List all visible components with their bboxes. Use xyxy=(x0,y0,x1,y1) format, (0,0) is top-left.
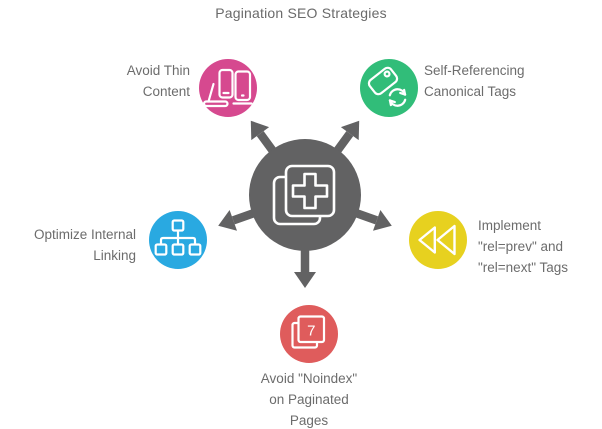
add-pages-icon xyxy=(272,164,336,226)
node-canonical-tags xyxy=(360,59,418,117)
arrow-head xyxy=(218,210,237,231)
sitemap-child-box-right xyxy=(188,243,202,256)
label-avoid-noindex: Avoid "Noindex" on Paginated Pages xyxy=(260,371,358,428)
refresh-arrowhead-right xyxy=(399,88,407,96)
arrow-to-canonical-tags xyxy=(333,120,360,154)
hub-node xyxy=(249,139,361,251)
tablet-shape xyxy=(234,70,252,102)
label-internal-linking: Optimize Internal Linking xyxy=(33,227,136,263)
arrow-shaft xyxy=(231,208,256,225)
tag-refresh-icon xyxy=(367,66,407,107)
pages-7-icon: 7 xyxy=(291,315,326,349)
sitemap-icon xyxy=(154,219,202,256)
diagram-title: Pagination SEO Strategies xyxy=(215,5,387,21)
tag-hole xyxy=(383,70,391,78)
front-page-shape xyxy=(297,315,326,344)
node-avoid-thin-content xyxy=(199,59,257,117)
arrow-shaft xyxy=(354,208,379,225)
rewind-triangle-left xyxy=(418,226,436,254)
rewind-triangle-right xyxy=(436,224,456,256)
arrow-head xyxy=(294,272,316,288)
sitemap-child-box-left xyxy=(154,243,168,256)
node-internal-linking xyxy=(149,211,207,269)
node-rel-prev-next xyxy=(409,211,467,269)
arrow-head xyxy=(250,120,270,141)
laptop-base xyxy=(202,100,229,108)
arrow-shaft xyxy=(333,131,354,154)
tag-shape xyxy=(367,66,399,96)
front-page-shape xyxy=(284,164,336,218)
hub-arrows xyxy=(218,120,392,288)
page-number-text: 7 xyxy=(307,323,315,340)
arrow-to-avoid-thin-content xyxy=(250,120,277,154)
label-avoid-thin-content: Avoid Thin Content xyxy=(126,63,190,99)
phone-shape xyxy=(218,68,234,99)
refresh-arrowhead-left xyxy=(388,99,396,107)
label-canonical-tags: Self-Referencing Canonical Tags xyxy=(424,63,525,99)
arrow-head xyxy=(340,120,360,141)
arrow-shaft xyxy=(256,131,277,154)
arrow-to-internal-linking xyxy=(218,208,256,231)
plus-shape xyxy=(291,172,329,210)
devices-icon xyxy=(202,68,253,108)
label-rel-prev-next: Implement "rel=prev" and "rel=next" Tags xyxy=(478,218,569,275)
node-circle xyxy=(199,59,257,117)
arrow-head xyxy=(373,210,392,231)
rewind-icon xyxy=(418,224,456,256)
sitemap-child-box-middle xyxy=(171,243,185,256)
arrow-to-avoid-noindex xyxy=(294,249,316,288)
arrow-to-rel-prev-next xyxy=(354,208,392,231)
node-avoid-noindex: 7 xyxy=(280,305,338,363)
laptop-screen-line xyxy=(207,82,215,103)
